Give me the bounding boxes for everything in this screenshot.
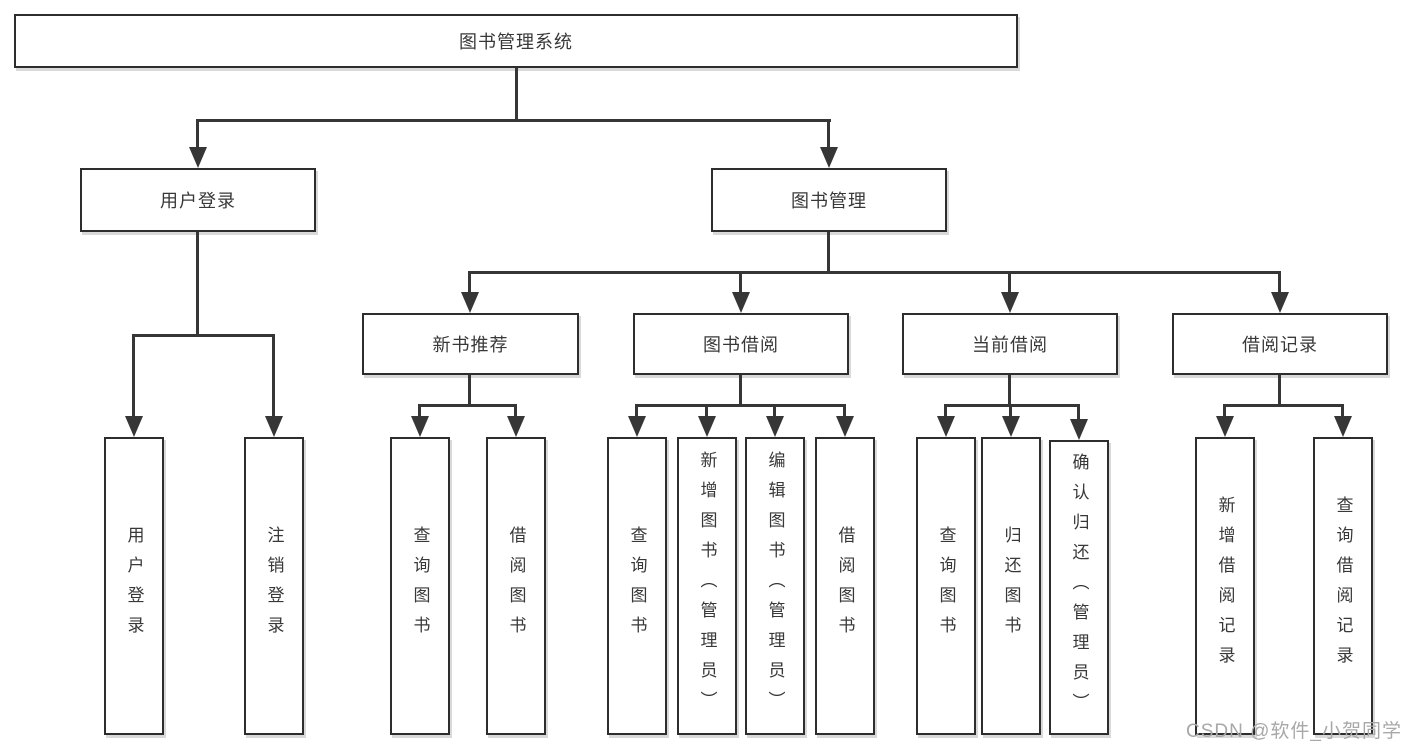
arrow-down-icon [766, 416, 784, 437]
leaf-user-login: 用户登录 [104, 437, 164, 735]
connector-l3-stem [1278, 271, 1281, 294]
node-book-borrowing: 图书借阅 [633, 313, 849, 375]
leaf-query-books-recommend: 查询图书 [390, 437, 450, 735]
arrow-down-icon [189, 147, 207, 168]
connector-borrowing-down [739, 375, 742, 407]
csdn-watermark: CSDN @软件_小贺同学 [1186, 721, 1402, 742]
arrow-down-icon [1271, 292, 1289, 313]
connector-book-mgmt-down [827, 232, 830, 274]
connector-leaf-stem [418, 404, 421, 418]
leaf-edit-books-admin: 编辑图书（管理员） [745, 437, 805, 735]
connector-leaf-stem [1077, 404, 1080, 421]
leaf-borrow-books-recommend: 借阅图书 [486, 437, 546, 735]
connector-leaf-stem [272, 334, 275, 418]
connector-leaf-stem [705, 404, 708, 418]
arrow-down-icon [836, 416, 854, 437]
node-library-system: 图书管理系统 [14, 14, 1018, 68]
leaf-add-borrow-record: 新增借阅记录 [1195, 437, 1255, 735]
arrow-down-icon [411, 416, 429, 437]
node-new-book-recommend: 新书推荐 [362, 313, 579, 375]
connector-borrowing-hline [635, 404, 846, 407]
connector-leaf-stem [1341, 404, 1344, 418]
arrow-down-icon [1002, 416, 1020, 437]
arrow-down-icon [732, 292, 750, 313]
connector-user-login-stem [196, 119, 199, 149]
arrow-down-icon [937, 416, 955, 437]
connector-leaf-stem [843, 404, 846, 418]
connector-leaf-stem [944, 404, 947, 418]
connector-records-down [1278, 375, 1281, 407]
connector-leaf-stem [773, 404, 776, 418]
leaf-borrow-books: 借阅图书 [815, 437, 875, 735]
arrow-down-icon [125, 416, 143, 437]
connector-current-down [1008, 375, 1011, 407]
arrow-down-icon [698, 416, 716, 437]
connector-book-mgmt-stem [827, 119, 830, 149]
leaf-return-books: 归还图书 [981, 437, 1041, 735]
arrow-down-icon [1334, 416, 1352, 437]
connector-leaf-stem [1223, 404, 1226, 418]
arrow-down-icon [628, 416, 646, 437]
leaf-confirm-return-admin: 确认归还（管理员） [1049, 440, 1109, 735]
connector-book-mgmt-hline [468, 271, 1281, 274]
arrow-down-icon [820, 147, 838, 168]
connector-current-hline [944, 404, 1080, 407]
connector-recommend-down [468, 375, 471, 407]
connector-records-hline [1223, 404, 1344, 407]
connector-l3-stem [1008, 271, 1011, 294]
leaf-add-books-admin: 新增图书（管理员） [677, 437, 737, 735]
connector-root-stem [515, 68, 518, 121]
arrow-down-icon [265, 416, 283, 437]
arrow-down-icon [1070, 419, 1088, 440]
node-user-login: 用户登录 [80, 168, 316, 232]
leaf-query-books-borrowing: 查询图书 [607, 437, 667, 735]
node-current-borrowing: 当前借阅 [902, 313, 1118, 375]
arrow-down-icon [507, 416, 525, 437]
leaf-logout: 注销登录 [244, 437, 304, 735]
connector-leaf-stem [635, 404, 638, 418]
connector-leaf-stem [132, 334, 135, 418]
arrow-down-icon [1001, 292, 1019, 313]
connector-user-login-down [196, 232, 199, 336]
node-book-management: 图书管理 [711, 168, 947, 232]
connector-leaf-stem [1009, 404, 1012, 418]
connector-user-login-hline [132, 334, 275, 337]
connector-recommend-hline [418, 404, 517, 407]
arrow-down-icon [461, 292, 479, 313]
leaf-query-borrow-record: 查询借阅记录 [1313, 437, 1373, 735]
connector-leaf-stem [514, 404, 517, 418]
node-borrow-records: 借阅记录 [1172, 313, 1388, 375]
arrow-down-icon [1216, 416, 1234, 437]
leaf-query-books-current: 查询图书 [916, 437, 976, 735]
connector-l3-stem [739, 271, 742, 294]
connector-l3-stem [468, 271, 471, 294]
connector-root-hline [196, 119, 831, 122]
